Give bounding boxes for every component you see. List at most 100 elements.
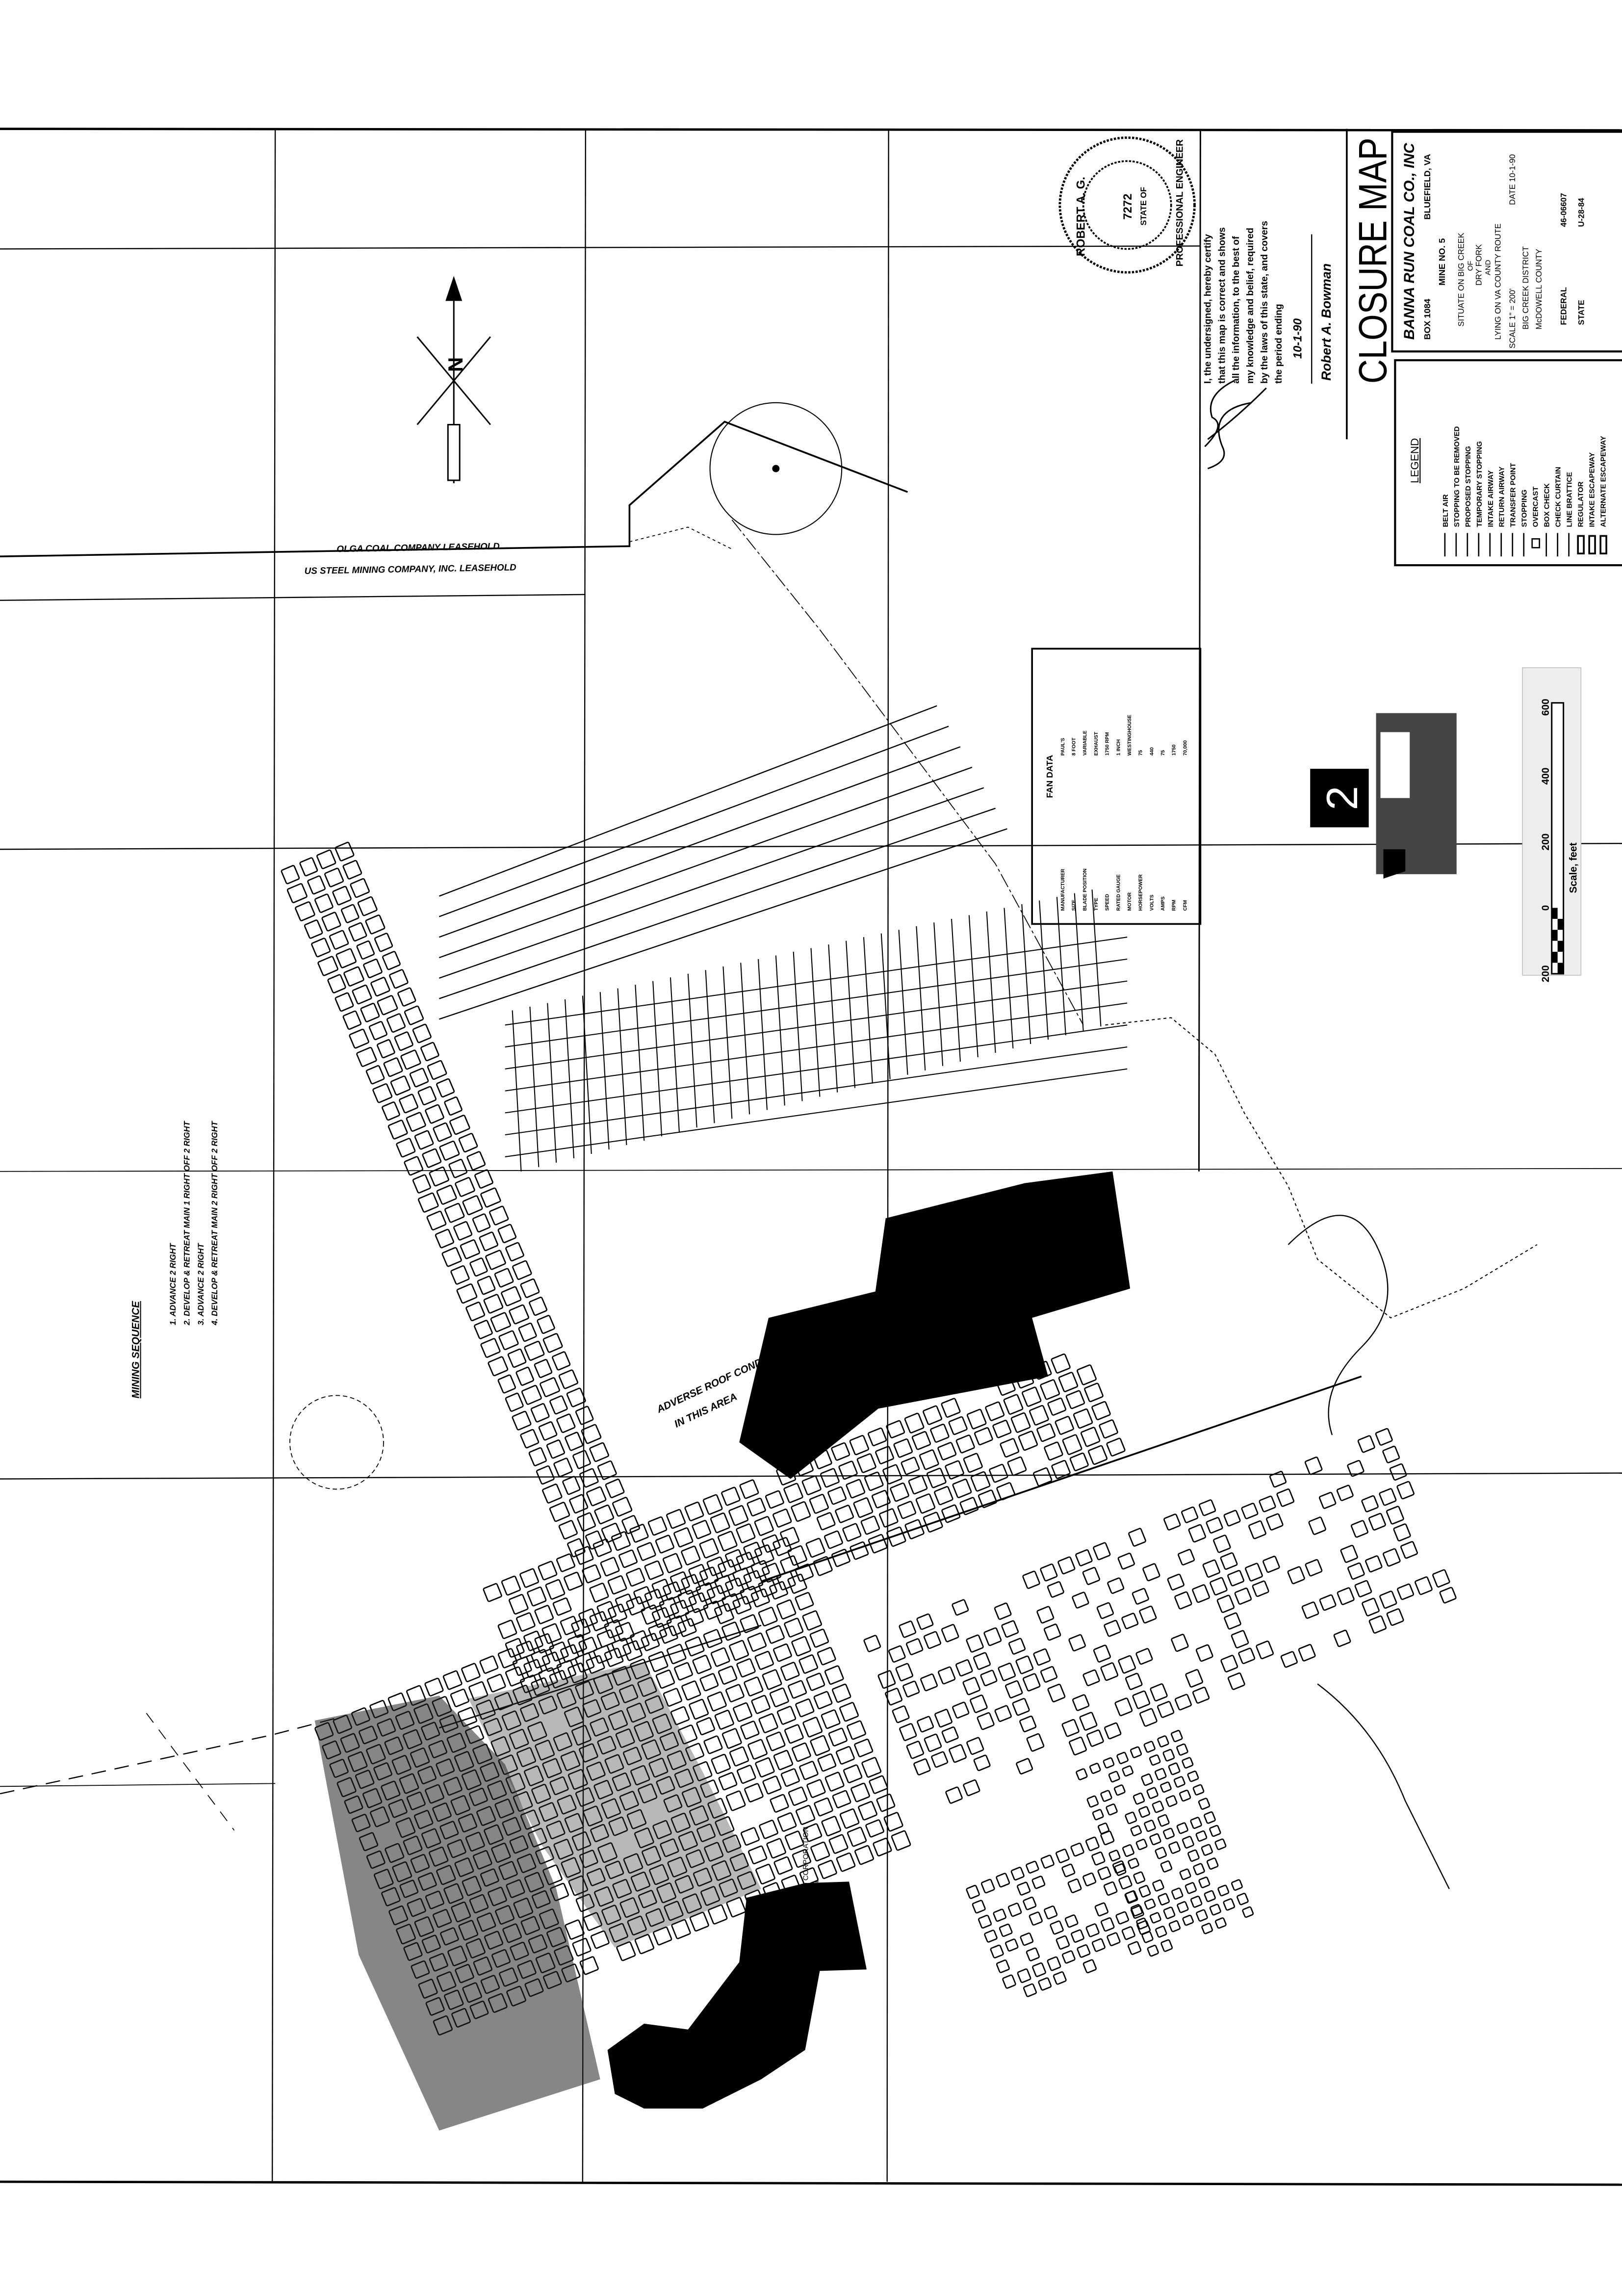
pillar xyxy=(721,1621,741,1641)
pillar xyxy=(377,1039,395,1059)
pillar xyxy=(739,1479,759,1499)
pillar xyxy=(970,1471,991,1492)
pillar xyxy=(1029,1911,1043,1926)
pillar xyxy=(820,1468,840,1488)
legend-symbol-icon xyxy=(1599,535,1607,555)
pillar xyxy=(908,1475,928,1495)
seal-state: STATE OF xyxy=(1139,187,1148,226)
pillar xyxy=(565,1432,584,1451)
pillar xyxy=(649,1864,669,1885)
pillar xyxy=(740,1614,759,1633)
pillar xyxy=(891,1830,911,1851)
pillar xyxy=(751,1695,771,1714)
pillar xyxy=(365,914,386,935)
pillar xyxy=(1115,1911,1130,1925)
pillar xyxy=(561,1857,581,1878)
pillar xyxy=(1026,1947,1040,1961)
pillar xyxy=(1101,1917,1115,1932)
pillar xyxy=(858,1801,877,1821)
pillar xyxy=(740,1721,760,1740)
pillar xyxy=(1064,1914,1079,1928)
pillar xyxy=(736,1523,756,1543)
pillar xyxy=(1179,1789,1191,1802)
pillar xyxy=(466,1151,486,1171)
pillar xyxy=(365,1065,385,1085)
pillar xyxy=(453,1221,473,1241)
pillar xyxy=(1155,1847,1167,1859)
pillar xyxy=(994,1705,1012,1722)
pillar xyxy=(590,1930,610,1949)
pillar xyxy=(699,1566,719,1586)
pillar xyxy=(664,1901,684,1921)
pillar xyxy=(1089,1763,1101,1774)
pillar xyxy=(1117,1552,1135,1570)
fork: DRY FORK xyxy=(1474,244,1483,286)
pillar xyxy=(523,1630,543,1651)
pillar xyxy=(483,1294,504,1314)
pillar xyxy=(612,1772,631,1792)
pillar xyxy=(468,1681,489,1701)
pillar xyxy=(565,1919,585,1940)
pillar xyxy=(342,860,362,880)
fan-data-frame xyxy=(1031,648,1202,925)
pillar xyxy=(772,1509,792,1528)
pillar xyxy=(998,1663,1016,1681)
pillar xyxy=(847,1826,867,1847)
pillar xyxy=(567,1634,588,1654)
map-title: CLOSURE MAP xyxy=(1351,138,1395,384)
pillar xyxy=(1361,1495,1379,1513)
pillar xyxy=(314,893,334,913)
pillar xyxy=(1305,1559,1323,1577)
pillar xyxy=(520,1278,540,1298)
pillar xyxy=(902,1680,920,1697)
pillar xyxy=(519,1568,540,1588)
pillar xyxy=(644,1589,665,1610)
pillar xyxy=(959,1497,979,1515)
pillar xyxy=(989,1463,1008,1483)
pillar xyxy=(1108,1771,1120,1783)
fan-data-label: SIZE xyxy=(1072,900,1077,911)
pillar xyxy=(281,865,300,885)
fan-data-value: 75 xyxy=(1160,750,1166,756)
pillar xyxy=(901,1457,920,1475)
pillar xyxy=(1091,1852,1106,1866)
lease-line xyxy=(0,594,586,601)
pillar xyxy=(1152,1879,1164,1892)
pillar xyxy=(868,1427,887,1446)
legend-item-label: ALTERNATE ESCAPEWAY xyxy=(1599,436,1608,527)
pillar xyxy=(516,1641,535,1659)
pillar xyxy=(999,1923,1013,1937)
pillar xyxy=(1044,1905,1058,1920)
fan-data-value: PAUL'S xyxy=(1060,738,1066,756)
pillar xyxy=(670,1812,691,1833)
pillar xyxy=(1040,1563,1058,1582)
pillar xyxy=(641,1633,660,1651)
pillar xyxy=(1177,1901,1189,1913)
pillar xyxy=(1023,1673,1041,1692)
pillar xyxy=(648,1651,669,1672)
pillar xyxy=(531,1649,550,1669)
pillar xyxy=(607,1575,627,1595)
pillar xyxy=(630,1630,650,1651)
pillar xyxy=(590,1717,609,1737)
pillar xyxy=(534,1605,554,1624)
pillar xyxy=(577,1512,596,1532)
pillar xyxy=(729,1746,749,1767)
pillar xyxy=(660,1838,679,1857)
pillar xyxy=(725,1790,746,1811)
pillar xyxy=(360,1002,380,1022)
pillar xyxy=(717,1531,738,1552)
pillar xyxy=(342,1010,362,1030)
pillar xyxy=(1362,1597,1380,1617)
pillar xyxy=(1158,1893,1170,1905)
pillar xyxy=(316,849,336,869)
title-block-frame xyxy=(1391,130,1622,353)
pillar xyxy=(678,1724,697,1745)
pillar xyxy=(710,1512,730,1534)
legend-item-label: BOX CHECK xyxy=(1543,483,1551,527)
pillar xyxy=(571,1831,592,1851)
retreat-entries xyxy=(438,705,1007,1020)
pillar xyxy=(924,1733,942,1752)
pillar xyxy=(996,1873,1010,1888)
pillar xyxy=(667,1750,687,1771)
